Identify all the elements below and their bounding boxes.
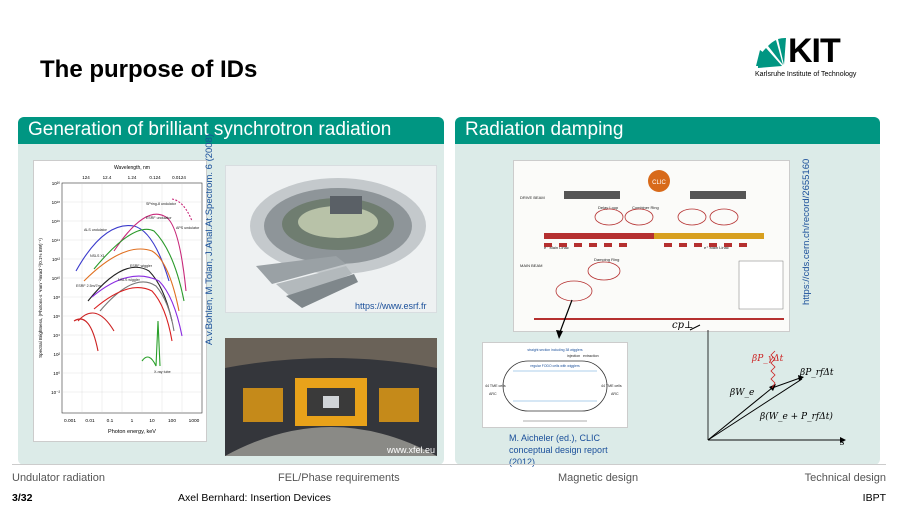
damping-ring-diagram: straight section including 38 wigglers r… [482, 342, 628, 428]
clic-citation: M. Aicheler (ed.), CLIC conceptual desig… [509, 433, 608, 467]
esrf-citation: https://www.esrf.fr [355, 301, 427, 311]
clic-label: e⁺ Main Linac [704, 245, 729, 250]
chart-top-tick: 12.4 [103, 175, 112, 180]
chart-y-tick: 10¹⁴ [52, 238, 61, 243]
chart-x-tick: 10 [149, 418, 155, 424]
clic-label: e⁻ Main Linac [544, 245, 569, 250]
block-title-damping: Radiation damping [455, 117, 880, 144]
slide-footer: Undulator radiation FEL/Phase requiremen… [12, 464, 886, 506]
vector-label-w: βW_e [730, 388, 755, 398]
ring-label: regular FODO cells with wigglers [530, 364, 580, 368]
ring-label: ARC [611, 392, 619, 396]
ring-label: 44 TME cells [601, 384, 622, 388]
chart-annotation: NSLS X1 [90, 254, 105, 258]
chart-x-tick: 1000 [189, 418, 200, 424]
institute-label: IBPT [862, 492, 886, 504]
clic-layout-diagram: CLIC DRIVE BEAM MAIN BEAM Delay Loop Com… [513, 160, 790, 332]
chart-annotation: X-ray tube [154, 370, 171, 374]
chart-top-axis-label: Wavelength, nm [114, 165, 150, 171]
svg-text:CLIC: CLIC [652, 180, 666, 186]
vector-label-sum: β(W_e + P_rfΔt) [760, 412, 833, 422]
xfel-tunnel-image: www.xfel.eu [225, 338, 437, 456]
vector-label-p-gamma: βP_γΔt [752, 354, 784, 364]
ring-label: 44 TME cells [485, 384, 506, 388]
chart-annotation: ESRF 2.5m/7m [76, 284, 101, 288]
page-number: 3/32 [12, 492, 33, 504]
chart-y-tick: 10⁶ [53, 314, 60, 319]
chart-y-tick: 10¹² [52, 257, 61, 262]
chart-y-tick: 10⁴ [53, 333, 60, 338]
ring-label: injection [567, 354, 580, 358]
chart-x-tick: 0.001 [64, 418, 76, 424]
ring-label: extraction [583, 354, 599, 358]
chart-y-tick: 10⁻² [51, 390, 60, 395]
chart-x-tick: 0.01 [85, 418, 95, 424]
logo-text: KIT [788, 32, 841, 70]
clic-label: Delay Loop [598, 205, 619, 210]
ring-label: ARC [489, 392, 497, 396]
slide-title: The purpose of IDs [40, 56, 258, 83]
clic-label: MAIN BEAM [520, 263, 542, 268]
chart-y-tick: 10⁸ [53, 295, 60, 300]
chart-annotation: SPring-8 undulator [146, 202, 177, 206]
footer-nav-undulator[interactable]: Undulator radiation [12, 472, 105, 484]
chart-x-label: Photon energy, keV [108, 429, 156, 435]
chart-x-tick: 0.1 [107, 418, 114, 424]
chart-y-tick: 10² [53, 352, 60, 357]
vector-label-cp: cp⊥ [672, 320, 694, 331]
chart-y-tick: 10⁰ [53, 371, 60, 376]
clic-label: Damping Ring [594, 257, 619, 262]
chart-y-tick: 10¹⁰ [52, 276, 61, 281]
ring-label: straight section including 38 wigglers [527, 348, 583, 352]
block-title-synchrotron: Generation of brilliant synchrotron radi… [18, 117, 444, 144]
chart-annotation: NSLS wiggler [118, 278, 141, 282]
chart-y-tick: 10¹⁸ [52, 200, 61, 205]
chart-top-tick: 124 [82, 175, 90, 180]
chart-y-tick: 10¹⁶ [52, 219, 61, 224]
chart-plot-area [61, 182, 203, 414]
logo-subtitle: Karlsruhe Institute of Technology [755, 71, 857, 78]
chart-y-label: Spectral Brightness, (Photons·s⁻¹mm⁻²mra… [38, 238, 43, 358]
kit-logo [756, 37, 786, 68]
chart-annotation: ESRF undulator [146, 216, 172, 220]
vector-label-p-rf: βP_rfΔt [800, 368, 834, 378]
chart-annotation: ESRF wiggler [130, 264, 153, 268]
xfel-citation: www.xfel.eu [386, 445, 435, 455]
footer-nav-technical[interactable]: Technical design [804, 472, 886, 484]
chart-top-tick: 0.0124 [172, 175, 186, 180]
damping-vector-diagram: cp⊥ βP_γΔt βW_e βP_rfΔt β(W_e + P_rfΔt) … [672, 320, 880, 452]
vector-label-s: s [840, 438, 845, 448]
chart-y-tick: 10²⁰ [52, 181, 61, 186]
chart-annotation: ALS undulator [84, 228, 108, 232]
esrf-facility-image [225, 165, 437, 313]
brilliance-chart-figure: Wavelength, nm 124 12.4 1.24 0.124 0.012… [33, 160, 207, 442]
footer-nav-fel[interactable]: FEL/Phase requirements [278, 472, 400, 484]
chart-top-tick: 1.24 [128, 175, 137, 180]
chart-x-tick: 1 [131, 418, 134, 424]
chart-x-tick: 100 [168, 418, 176, 424]
author-line: Axel Bernhard: Insertion Devices [178, 492, 331, 504]
footer-nav-magnetic[interactable]: Magnetic design [558, 472, 639, 484]
chart-annotation: APS undulator [176, 226, 200, 230]
clic-label: Combiner Ring [632, 205, 659, 210]
chart-top-tick: 0.124 [149, 175, 161, 180]
clic-label: DRIVE BEAM [520, 195, 545, 200]
